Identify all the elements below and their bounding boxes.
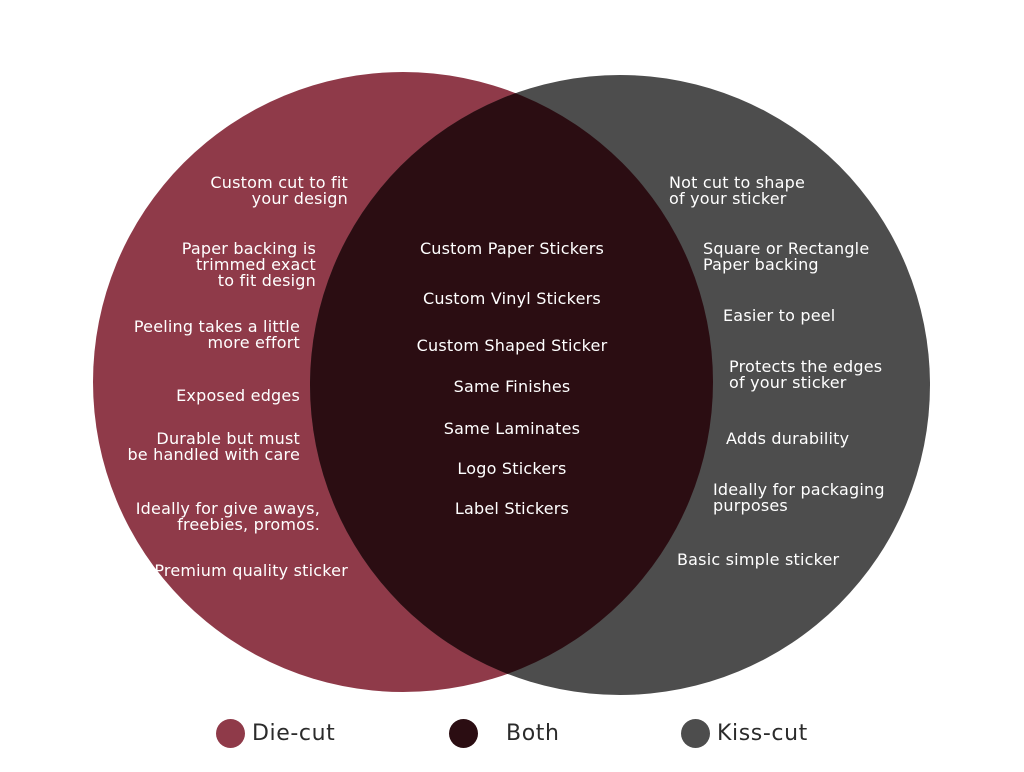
- legend-label-both: Both: [506, 720, 560, 746]
- both-item: Same Laminates: [443, 419, 581, 438]
- legend-label-kiss-cut: Kiss-cut: [717, 720, 808, 746]
- kiss-cut-item: Ideally for packaging purposes: [713, 480, 885, 515]
- die-cut-item: Custom cut to fit your design: [210, 173, 348, 208]
- legend-item-kiss-cut: Kiss-cut: [681, 716, 808, 750]
- legend: Die-cut Both Kiss-cut: [0, 716, 1024, 750]
- kiss-cut-item: Not cut to shape of your sticker: [669, 173, 806, 208]
- die-cut-item: Paper backing is trimmed exact to fit de…: [181, 239, 316, 290]
- both-item: Same Finishes: [453, 377, 571, 396]
- legend-label-die-cut: Die-cut: [252, 720, 336, 746]
- die-cut-item: Exposed edges: [176, 386, 300, 405]
- kiss-cut-item: Basic simple sticker: [677, 550, 840, 569]
- die-cut-item: Ideally for give aways, freebies, promos…: [135, 499, 320, 534]
- both-item: Logo Stickers: [457, 459, 567, 478]
- kiss-cut-item: Adds durability: [726, 429, 850, 448]
- die-cut-item: Durable but must be handled with care: [127, 429, 300, 464]
- kiss-cut-item: Easier to peel: [723, 306, 836, 325]
- legend-item-both: Both: [449, 716, 560, 750]
- kiss-cut-item: Protects the edges of your sticker: [729, 357, 883, 392]
- both-item: Label Stickers: [454, 499, 570, 518]
- legend-item-die-cut: Die-cut: [216, 716, 335, 750]
- die-cut-swatch: [216, 718, 245, 748]
- both-item: Custom Vinyl Stickers: [423, 289, 601, 308]
- die-cut-item: Peeling takes a little more effort: [133, 317, 300, 352]
- both-swatch: [449, 718, 478, 748]
- both-item: Custom Shaped Sticker: [416, 336, 608, 355]
- both-overlap-region: [310, 75, 713, 692]
- kiss-cut-swatch: [681, 718, 710, 748]
- both-item: Custom Paper Stickers: [419, 239, 605, 258]
- die-cut-item: Premium quality sticker: [154, 561, 348, 580]
- kiss-cut-item: Square or Rectangle Paper backing: [703, 239, 870, 274]
